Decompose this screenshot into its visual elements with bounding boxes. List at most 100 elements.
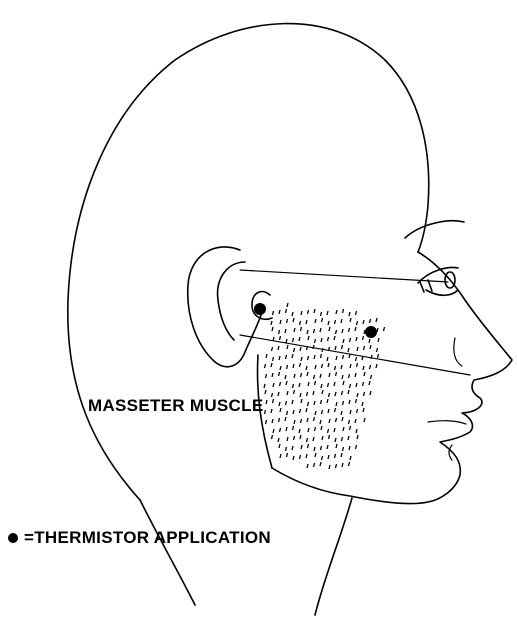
stipple-dash bbox=[271, 321, 272, 325]
stipple-dash bbox=[363, 408, 364, 412]
stipple-dash bbox=[322, 348, 323, 352]
stipple-dash bbox=[286, 355, 287, 359]
stipple-dash bbox=[348, 390, 349, 394]
stipple-dash bbox=[343, 401, 344, 405]
stipple-dash bbox=[363, 382, 364, 386]
stipple-dash bbox=[280, 428, 281, 432]
stipple-dash bbox=[315, 453, 316, 457]
stipple-dash bbox=[266, 400, 267, 404]
stipple-dash bbox=[334, 382, 335, 386]
stipple-dash bbox=[342, 329, 343, 333]
stipple-dash bbox=[322, 318, 323, 322]
stipple-dash bbox=[315, 339, 316, 343]
stipple-dash bbox=[348, 436, 349, 440]
stipple-dash bbox=[363, 366, 364, 370]
stipple-dash bbox=[292, 354, 293, 358]
stipple-dash bbox=[370, 319, 371, 323]
stipple-dash bbox=[335, 346, 336, 350]
stipple-dash bbox=[285, 375, 286, 379]
stipple-dash bbox=[342, 375, 343, 379]
stipple-dash bbox=[293, 410, 294, 414]
stipple-dash bbox=[279, 310, 280, 314]
stipple-dash bbox=[370, 365, 371, 369]
stipple-dash bbox=[369, 339, 370, 343]
masseter-muscle-label: MASSETER MUSCLE bbox=[88, 396, 263, 416]
stipple-dash bbox=[315, 381, 316, 385]
stipple-dash bbox=[329, 465, 330, 469]
stipple-dash bbox=[357, 435, 358, 439]
stipple-dash bbox=[301, 445, 302, 449]
stipple-dash bbox=[293, 338, 294, 342]
stipple-dash bbox=[306, 408, 307, 412]
stipple-dash bbox=[272, 373, 273, 377]
stipple-dash bbox=[286, 381, 287, 385]
stipple-dash bbox=[376, 364, 377, 368]
stipple-dash bbox=[336, 464, 337, 468]
stipple-dash bbox=[287, 437, 288, 441]
stipple-dash bbox=[356, 445, 357, 449]
stipple-dash bbox=[377, 348, 378, 352]
stipple-dash bbox=[279, 418, 280, 422]
thermistor-dot-icon bbox=[8, 533, 18, 543]
stipple-dash bbox=[342, 463, 343, 467]
thermistor-point-ear bbox=[254, 303, 266, 315]
stipple-dash bbox=[294, 390, 295, 394]
stipple-dash bbox=[335, 392, 336, 396]
stipple-dash bbox=[314, 375, 315, 379]
stipple-dash bbox=[308, 336, 309, 340]
stipple-dash bbox=[307, 438, 308, 442]
stipple-dash bbox=[349, 374, 350, 378]
stipple-dash bbox=[301, 399, 302, 403]
stipple-dash bbox=[287, 345, 288, 349]
stipple-dash bbox=[280, 382, 281, 386]
stipple-dash bbox=[292, 446, 293, 450]
stipple-dash bbox=[321, 354, 322, 358]
ear-inner bbox=[218, 262, 245, 340]
stipple-dash bbox=[300, 393, 301, 397]
stipple-dash bbox=[356, 399, 357, 403]
stipple-dash bbox=[286, 427, 287, 431]
stipple-dash bbox=[329, 327, 330, 331]
stipple-dash bbox=[357, 409, 358, 413]
stipple-dash bbox=[336, 330, 337, 334]
stipple-dash bbox=[285, 329, 286, 333]
stipple-dash bbox=[286, 309, 287, 313]
stipple-dash bbox=[356, 337, 357, 341]
stipple-dash bbox=[294, 420, 295, 424]
stipple-dash bbox=[314, 329, 315, 333]
stipple-dash bbox=[349, 420, 350, 424]
stipple-dash bbox=[328, 337, 329, 341]
stipple-dash bbox=[272, 435, 273, 439]
stipple-dash bbox=[321, 426, 322, 430]
stipple-dash bbox=[286, 401, 287, 405]
eye-lower-lid bbox=[426, 290, 458, 295]
stipple-dash bbox=[371, 375, 372, 379]
stipple-dash bbox=[266, 374, 267, 378]
stipple-dash bbox=[329, 419, 330, 423]
stipple-dash bbox=[335, 438, 336, 442]
stipple-dash bbox=[350, 384, 351, 388]
masseter-muscle-region bbox=[264, 303, 385, 469]
stipple-dash bbox=[320, 328, 321, 332]
stipple-dash bbox=[357, 363, 358, 367]
stipple-dash bbox=[278, 392, 279, 396]
stipple-dash bbox=[293, 318, 294, 322]
stipple-dash bbox=[287, 391, 288, 395]
stipple-dash bbox=[287, 411, 288, 415]
stipple-dash bbox=[279, 372, 280, 376]
stipple-dash bbox=[329, 373, 330, 377]
stipple-dash bbox=[307, 418, 308, 422]
stipple-dash bbox=[349, 400, 350, 404]
stipple-dash bbox=[299, 429, 300, 433]
stipple-dash bbox=[334, 428, 335, 432]
stipple-dash bbox=[357, 393, 358, 397]
legend-label: =THERMISTOR APPLICATION bbox=[24, 528, 271, 548]
stipple-dash bbox=[343, 339, 344, 343]
stipple-dash bbox=[273, 383, 274, 387]
stipple-dash bbox=[363, 336, 364, 340]
stipple-dash bbox=[300, 321, 301, 325]
stipple-dash bbox=[350, 318, 351, 322]
stipple-dash bbox=[308, 310, 309, 314]
stipple-dash bbox=[349, 354, 350, 358]
stipple-dash bbox=[278, 346, 279, 350]
